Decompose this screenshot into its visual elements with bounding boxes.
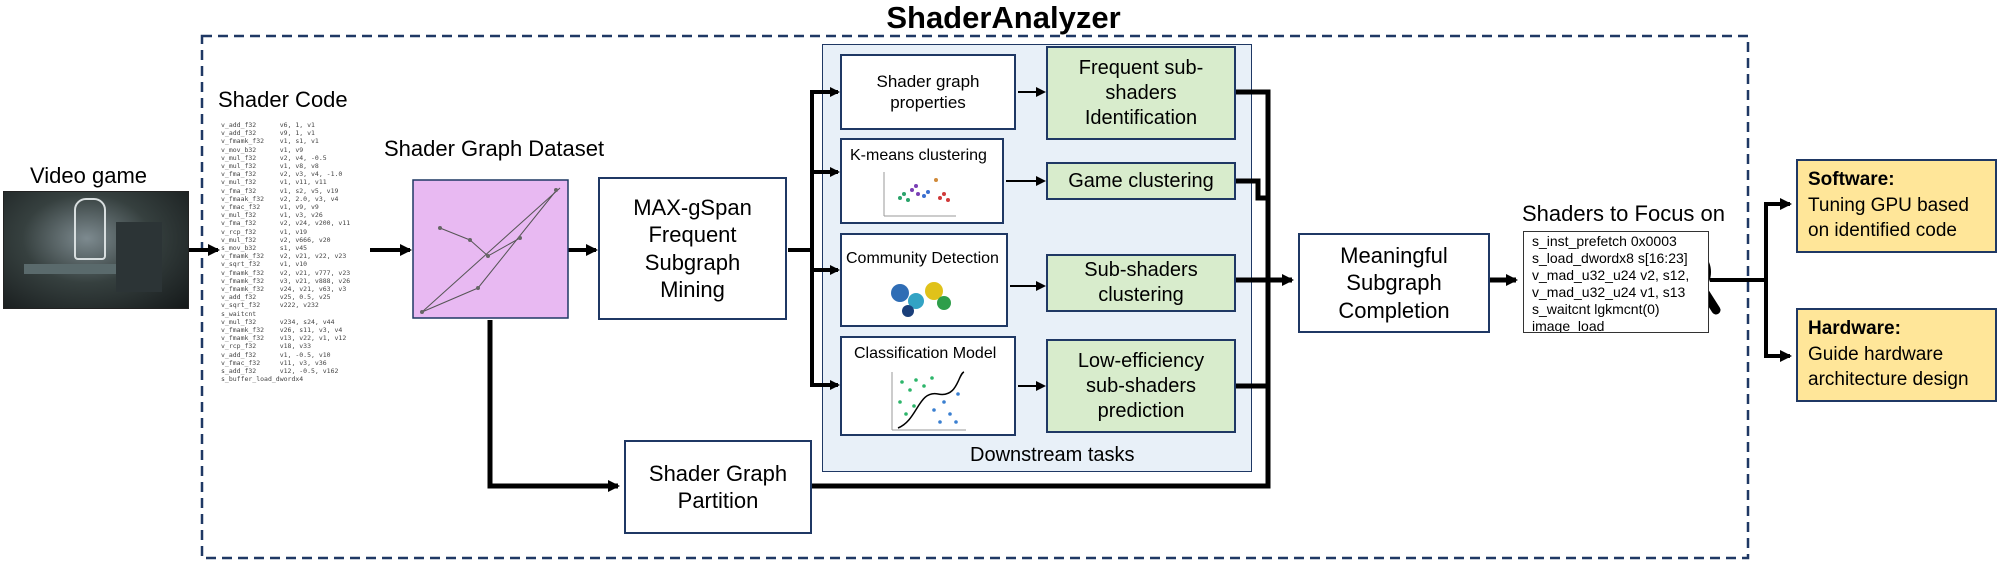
shader-code-line: v_fmac_f32 v11, v3, v36 xyxy=(221,358,327,367)
community-detection-box: Community Detection xyxy=(840,233,1008,327)
max-gspan-mining-box: MAX-gSpan Frequent Subgraph Mining xyxy=(598,177,787,320)
shader-code-line: v_fmaak_f32 v2, 2.0, v3, v4 xyxy=(221,194,339,203)
software-box: Software: Tuning GPU based on identified… xyxy=(1796,159,1997,253)
shader-code-line: v_sqrt_f32 v222, v232 xyxy=(221,301,319,310)
shader-code-line: v_rcp_f32 v1, v19 xyxy=(221,227,308,236)
shader-code-line: v_rcp_f32 v18, v33 xyxy=(221,342,312,351)
shader-code-line: v_fmamk_f32 v13, v22, v1, v12 xyxy=(221,334,347,343)
shader-code-line: s_add_f32 v12, -0.5, v162 xyxy=(221,367,339,376)
focus-code-line: image_load xyxy=(1532,318,1605,333)
shader-code-line: v_add_f32 v9, 1, v1 xyxy=(221,129,315,138)
shader-code-line: v_mul_f32 v1, v8, v8 xyxy=(221,162,319,171)
bus-game xyxy=(1236,178,1268,201)
software-title: Software: xyxy=(1808,169,1895,190)
arrow-to-software xyxy=(1764,198,1792,280)
shader-code-line: v_fma_f32 v2, v24, v200, v11 xyxy=(221,219,351,228)
shader-code-line: s_waitcnt xyxy=(221,309,257,318)
bus-partition xyxy=(812,386,1271,489)
shaders-to-focus-label: Shaders to Focus on xyxy=(1522,201,1726,226)
shader-code-line: v_fmamk_f32 v2, v21, v22, v23 xyxy=(221,252,347,261)
shader-code-line: v_mul_f32 v2, v4, -0.5 xyxy=(221,153,327,162)
diagram-title: ShaderAnalyzer xyxy=(886,0,1121,35)
graph-dataset-image xyxy=(412,179,569,319)
shader-code-line: v_add_f32 v1, -0.5, v10 xyxy=(221,350,331,359)
arrow-dataset-to-partition xyxy=(487,320,620,492)
shader-code-line: v_mul_f32 v2, v666, v20 xyxy=(221,235,331,244)
software-text: Tuning GPU based on identified code xyxy=(1808,194,1969,242)
shader-code-line: v_fma_f32 v1, s2, v5, v19 xyxy=(221,186,339,195)
shader-code-line: s_mov_b32 s1, v45 xyxy=(221,244,308,253)
sub-shaders-clustering-box: Sub-shaders clustering xyxy=(1046,254,1236,312)
classification-model-box: Classification Model xyxy=(840,336,1016,436)
kmeans-plot-image xyxy=(883,172,956,217)
shader-code-line: v_mov_b32 v1, v9 xyxy=(221,145,304,154)
video-game-label: Video game xyxy=(30,163,148,188)
focus-code-line: s_load_dwordx8 s[16:23] xyxy=(1532,250,1688,266)
shaderanalyzer-frame xyxy=(200,34,1750,560)
downstream-tasks-label: Downstream tasks xyxy=(970,444,1135,466)
frequent-subshaders-box: Frequent sub-shaders Identification xyxy=(1046,46,1236,140)
shader-code-line: v_fmamk_f32 v3, v21, v888, v26 xyxy=(221,276,351,285)
game-clustering-box: Game clustering xyxy=(1046,162,1236,200)
classification-plot-image xyxy=(891,371,966,431)
kmeans-box: K-means clustering xyxy=(840,138,1004,224)
shader-code-line: v_fma_f32 v2, v3, v4, -1.0 xyxy=(221,170,343,179)
shader-code-line: v_fmamk_f32 v24, v21, v63, v3 xyxy=(221,285,347,294)
hardware-text: Guide hardware architecture design xyxy=(1808,343,1969,391)
focus-code-line: s_inst_prefetch 0x0003 xyxy=(1532,233,1677,249)
shader-code-label: Shader Code xyxy=(218,87,348,112)
shader-code-line: v_fmamk_f32 v26, s11, v3, v4 xyxy=(221,326,343,335)
arrow-mining-to-kmeans xyxy=(788,167,840,252)
shader-graph-properties-box: Shader graph properties xyxy=(840,54,1016,130)
meaningful-subgraph-completion-box: Meaningful Subgraph Completion xyxy=(1298,233,1490,333)
shader-code-line: v_mul_f32 v1, v11, v11 xyxy=(221,178,327,187)
shader-graph-dataset-label: Shader Graph Dataset xyxy=(384,136,605,161)
shader-code-line: v_add_f32 v25, 0.5, v25 xyxy=(221,293,331,302)
focus-code-line: v_mad_u32_u24 v1, s13 xyxy=(1532,284,1686,300)
shader-code-line: v_mul_f32 v234, s24, v44 xyxy=(221,317,335,326)
shader-code-line: v_fmamk_f32 v2, v21, v777, v23 xyxy=(221,268,351,277)
video-game-image xyxy=(3,191,189,309)
shader-code-line: v_fmamk_f32 v1, s1, v1 xyxy=(221,137,319,146)
hardware-box: Hardware: Guide hardware architecture de… xyxy=(1796,308,1997,402)
arrow-mining-to-classification xyxy=(788,248,840,390)
shader-code-line: s_buffer_load_dwordx4 xyxy=(221,375,304,384)
shader-code-line: v_sqrt_f32 v1, v10 xyxy=(221,260,308,269)
low-efficiency-box: Low-efficiency sub-shaders prediction xyxy=(1046,339,1236,433)
shader-code-line: v_fmac_f32 v1, v9, v9 xyxy=(221,203,319,212)
arrow-to-hardware xyxy=(1764,280,1792,362)
bus-lowefficiency xyxy=(1236,280,1271,389)
focus-code-line: s_waitcnt lgkmcnt(0) xyxy=(1532,301,1660,317)
shader-code-line: v_mul_f32 v1, v3, v26 xyxy=(221,211,323,220)
hardware-title: Hardware: xyxy=(1808,318,1901,339)
bus-frequent xyxy=(1236,89,1271,280)
focus-code-line: v_mad_u32_u24 v2, s12, xyxy=(1532,267,1690,283)
shader-code-line: v_add_f32 v6, 1, v1 xyxy=(221,121,315,129)
community-plot-image xyxy=(891,282,951,317)
shader-graph-partition-box: Shader Graph Partition xyxy=(624,440,812,534)
